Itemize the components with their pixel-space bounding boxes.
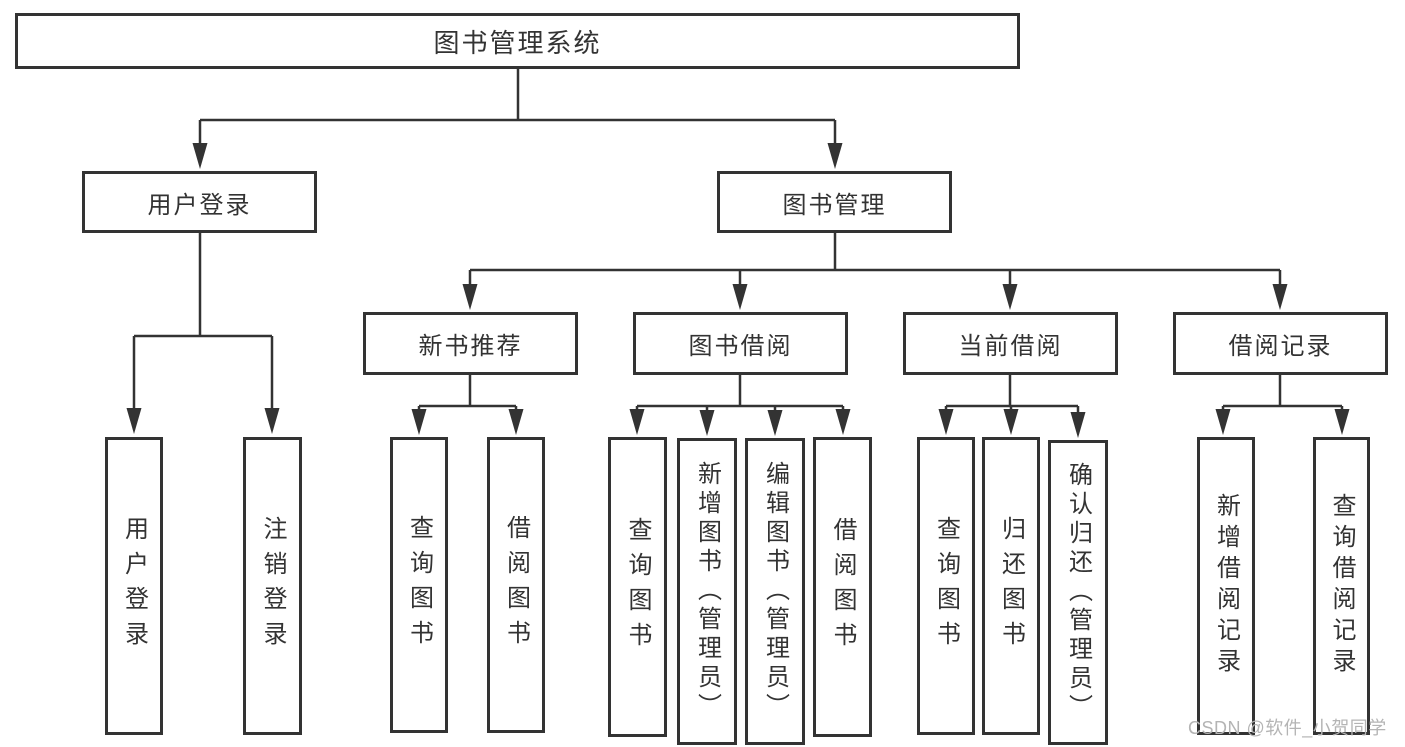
node-label: 编辑图书（管理员） [761,461,789,722]
node-leaf-query-books: 查询图书 [608,437,667,737]
node-book-borrowing: 图书借阅 [633,312,848,375]
node-leaf-confirm-return-admin: 确认归还（管理员） [1048,440,1108,745]
node-label: 借阅图书 [829,517,856,657]
node-label: 用户登录 [147,191,252,219]
node-label: 用户登录 [120,516,148,656]
node-label: 新增借阅记录 [1212,493,1240,679]
node-label: 归还图书 [997,516,1025,656]
node-label: 查询图书 [405,515,433,655]
node-leaf-user-login: 用户登录 [105,437,163,735]
node-leaf-logout: 注销登录 [243,437,302,735]
node-label: 确认归还（管理员） [1064,462,1092,723]
node-label: 新增图书（管理员） [693,461,721,722]
node-leaf-query-books: 查询图书 [390,437,448,733]
node-label: 查询图书 [624,517,651,657]
node-library-management-system: 图书管理系统 [15,13,1020,69]
node-label: 注销登录 [259,516,286,656]
node-leaf-edit-books-admin: 编辑图书（管理员） [745,438,805,745]
node-label: 当前借阅 [958,333,1063,360]
node-leaf-query-books: 查询图书 [917,437,975,735]
node-label: 借阅记录 [1228,333,1333,360]
node-label: 图书借阅 [688,333,793,360]
node-leaf-borrow-books: 借阅图书 [487,437,545,733]
node-leaf-borrow-books: 借阅图书 [813,437,872,737]
node-label: 新书推荐 [418,333,523,360]
node-leaf-add-books-admin: 新增图书（管理员） [677,438,737,745]
node-label: 借阅图书 [502,515,530,655]
node-user-login: 用户登录 [82,171,317,233]
node-current-borrowing: 当前借阅 [903,312,1118,375]
node-label: 查询借阅记录 [1328,493,1355,679]
node-book-management: 图书管理 [717,171,952,233]
node-leaf-return-books: 归还图书 [982,437,1040,735]
csdn-watermark: CSDN @软件_小贺同学 [1188,718,1387,738]
node-new-book-recommend: 新书推荐 [363,312,578,375]
node-label: 图书管理系统 [433,27,602,58]
node-label: 图书管理 [782,191,887,219]
node-borrow-records: 借阅记录 [1173,312,1388,375]
node-leaf-add-borrow-record: 新增借阅记录 [1197,437,1255,735]
node-leaf-query-borrow-record: 查询借阅记录 [1313,437,1370,735]
node-label: 查询图书 [932,516,960,656]
